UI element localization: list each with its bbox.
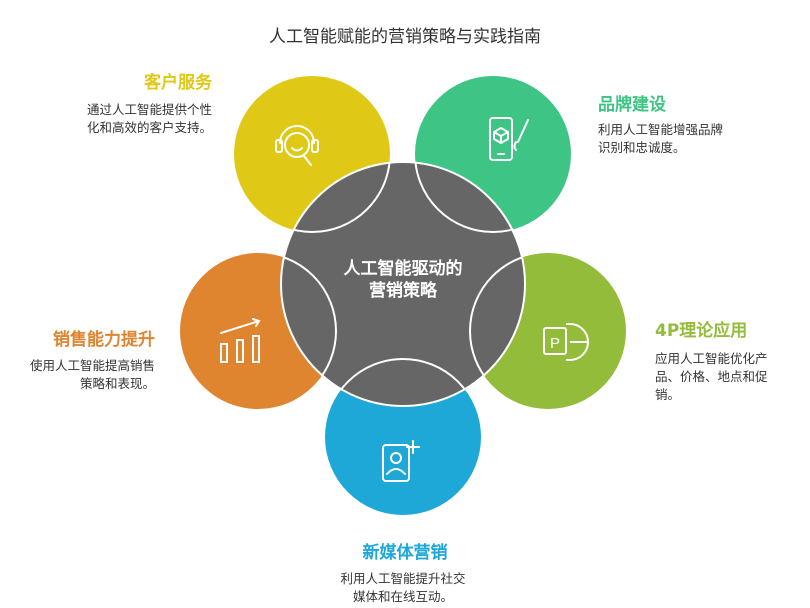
node-title-new-media: 新媒体营销: [362, 543, 448, 563]
node-title-customer-service: 客户服务: [144, 73, 212, 93]
node-desc-brand-building: 利用人工智能增强品牌识别和忠诚度。: [598, 122, 724, 155]
node-title-sales: 销售能力提升: [53, 330, 155, 350]
bar-chart-icon: [220, 318, 261, 363]
presentation-icon: P: [543, 323, 589, 361]
node-title-4p-theory: 4P理论应用: [655, 321, 748, 341]
center-line-2: 营销策略: [369, 281, 437, 301]
phone-brush-icon: [489, 117, 529, 161]
node-desc-sales: 使用人工智能提高销售策略和表现。: [29, 358, 155, 391]
node-desc-customer-service: 通过人工智能提供个性化和高效的客户支持。: [86, 102, 212, 135]
center-line-1: 人工智能驱动的: [343, 259, 463, 279]
headset-icon: [275, 125, 319, 166]
node-desc-4p-theory: 应用人工智能优化产品、价格、地点和促销。: [655, 351, 768, 402]
center-label: 人工智能驱动的 营销策略: [323, 258, 483, 302]
circle-center[interactable]: [280, 161, 526, 407]
node-desc-new-media: 利用人工智能提升社交媒体和在线互动。: [340, 571, 466, 604]
svg-text:P: P: [550, 335, 560, 352]
user-add-icon: [382, 440, 420, 482]
page-title: 人工智能赋能的营销策略与实践指南: [269, 27, 541, 47]
node-title-brand-building: 品牌建设: [598, 95, 666, 115]
